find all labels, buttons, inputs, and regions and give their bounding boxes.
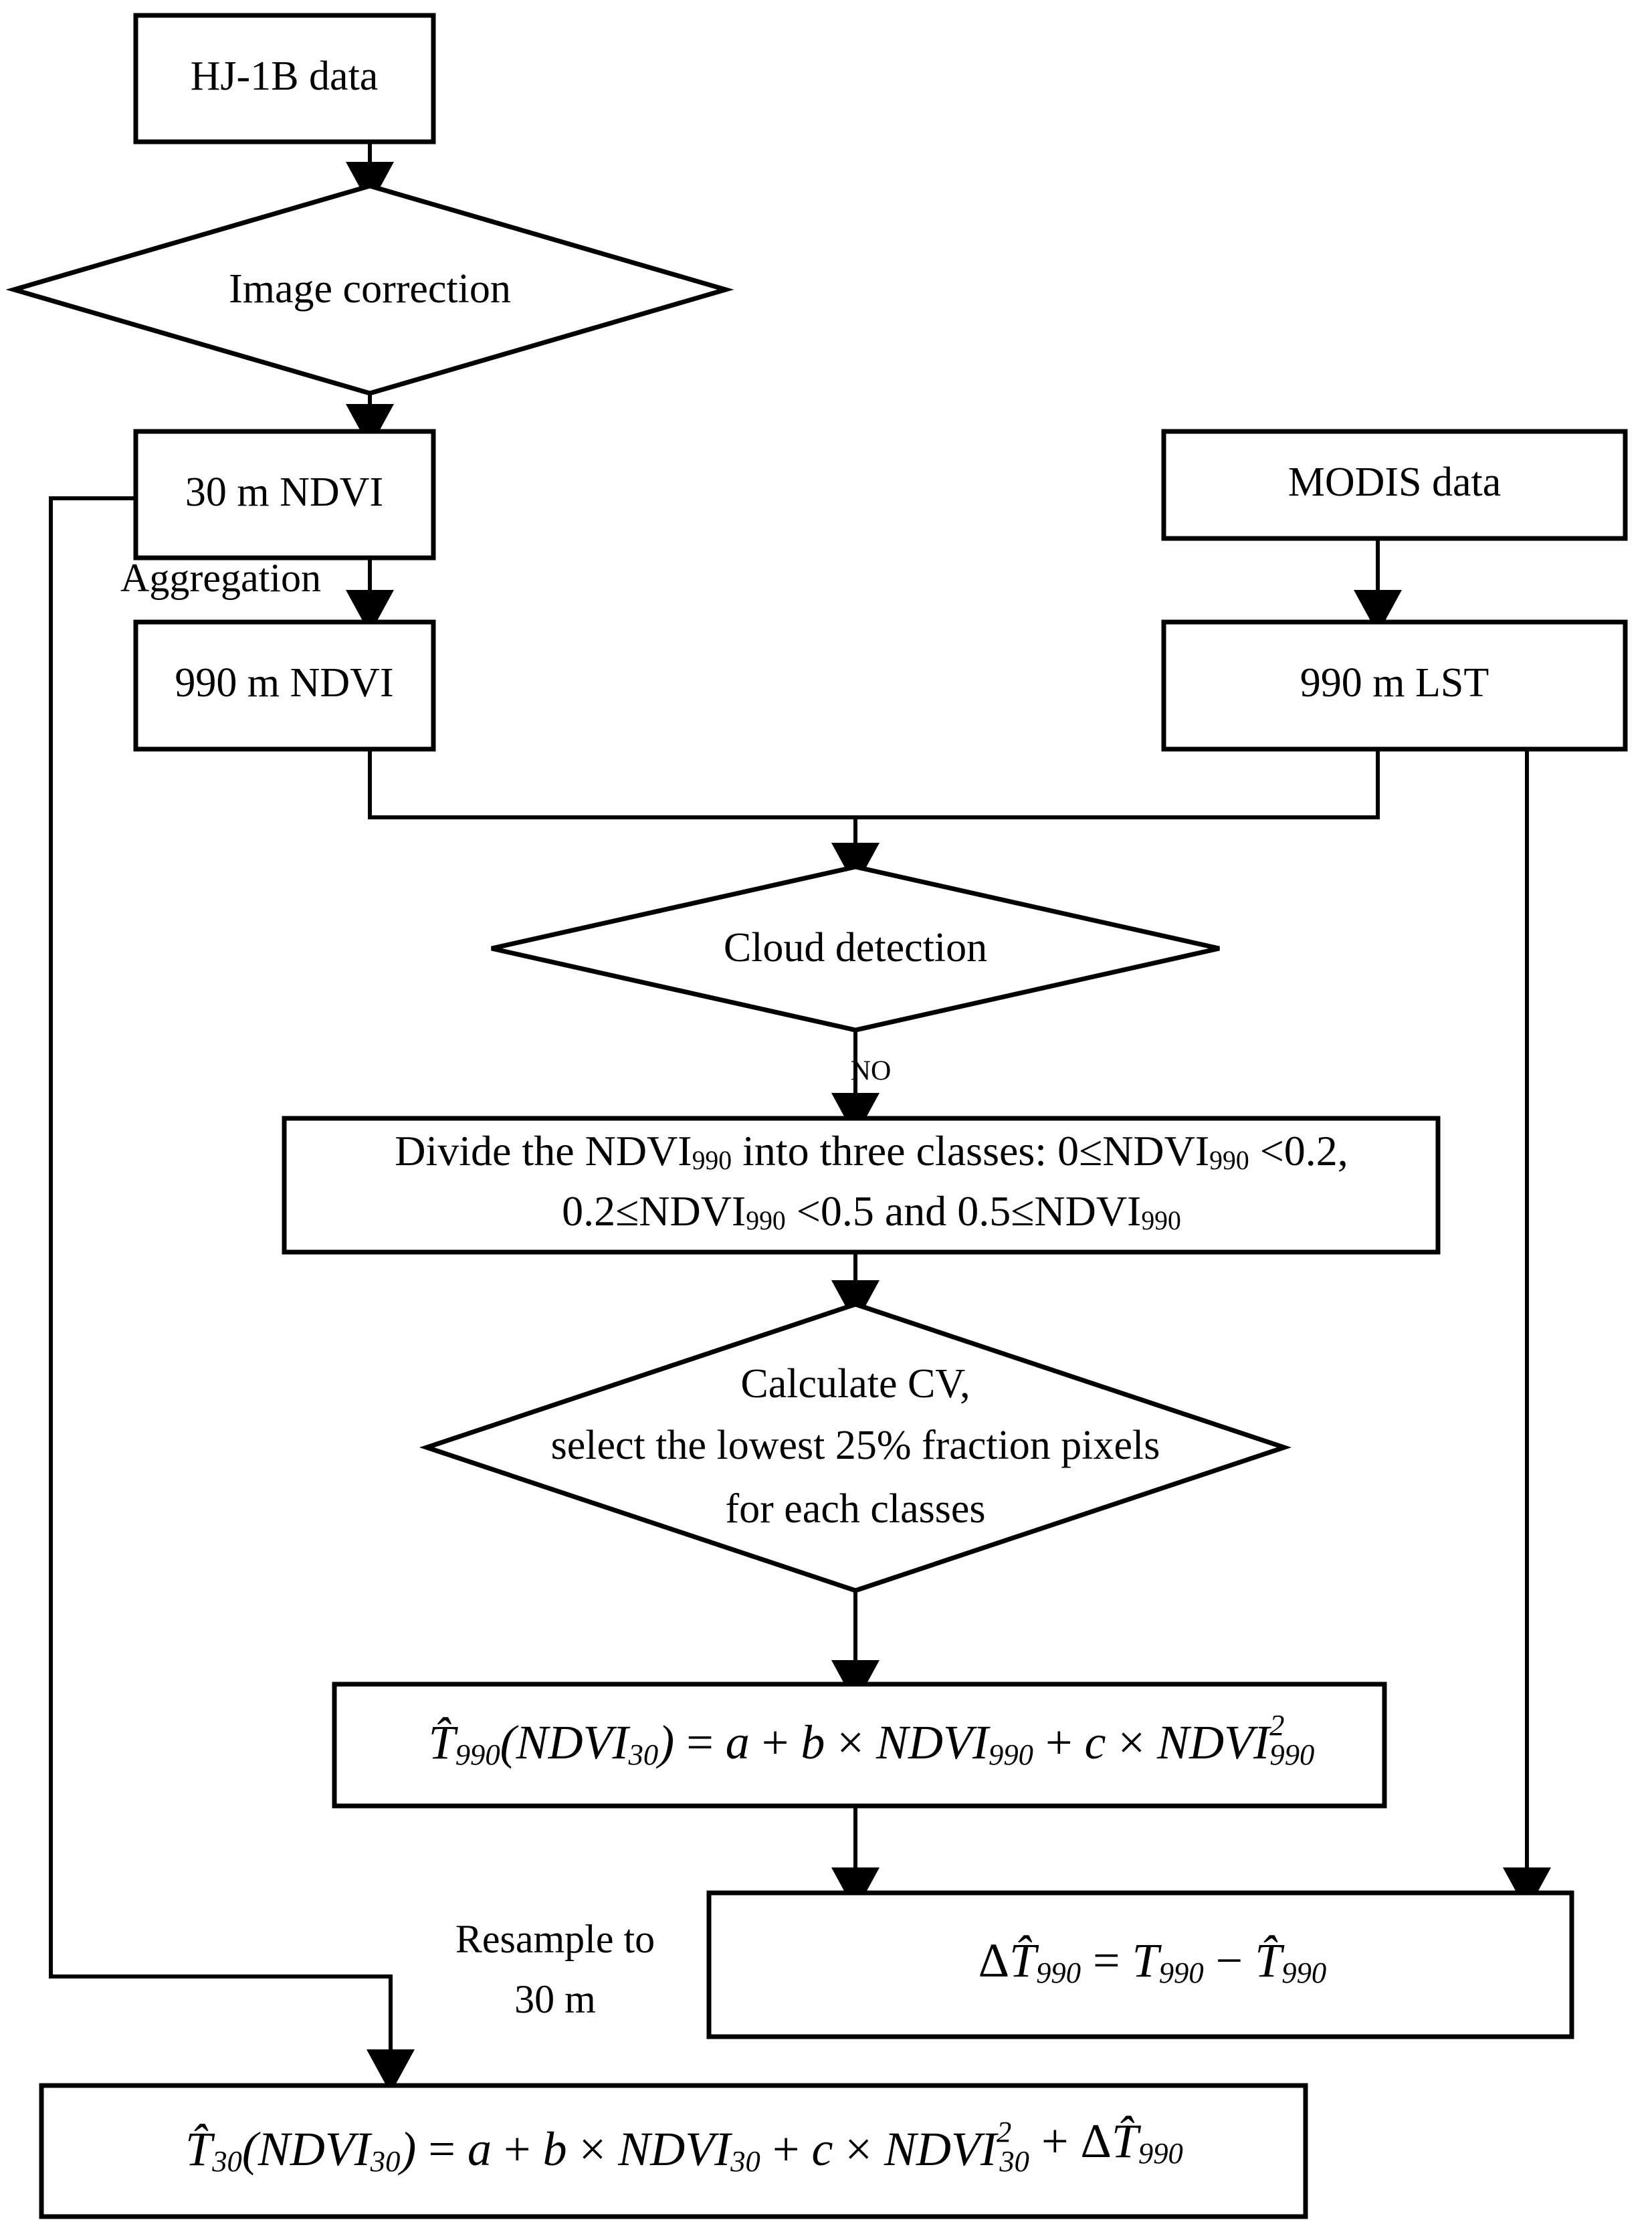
node-lst-990m-label: 990 m LST <box>1300 660 1489 706</box>
node-calculate-cv[interactable]: Calculate CV, select the lowest 25% frac… <box>419 1302 1292 1593</box>
divide-line2-sub1: 990 <box>746 1206 786 1235</box>
node-calculate-cv-line1: Calculate CV, <box>740 1361 970 1407</box>
node-calculate-cv-line3: for each classes <box>725 1486 985 1532</box>
node-image-correction-label: Image correction <box>229 266 511 312</box>
node-image-correction[interactable]: Image correction <box>5 183 734 396</box>
node-modis-data[interactable]: MODIS data <box>1161 429 1628 541</box>
node-ndvi-30m[interactable]: 30 m NDVI <box>133 429 436 561</box>
node-ndvi-990m[interactable]: 990 m NDVI <box>133 619 436 752</box>
edge-ndvi990-lst990-to-cloud-detection <box>368 749 1380 887</box>
node-formula-t990-text: T̂990(NDVI30) = a + b × NDVI990 + c × ND… <box>320 1708 1399 1779</box>
node-formula-t990[interactable]: T̂990(NDVI30) = a + b × NDVI990 + c × ND… <box>320 1682 1399 1809</box>
node-ndvi-990m-label: 990 m NDVI <box>175 660 393 706</box>
node-calculate-cv-line2: select the lowest 25% fraction pixels <box>551 1423 1160 1468</box>
node-delta-t990-text: ΔT̂990 = T990 − T̂990 <box>870 1934 1411 1998</box>
edge-label-resample-line2: 30 m <box>514 1977 596 2021</box>
node-hj1b-label: HJ-1B data <box>191 54 379 99</box>
node-lst-990m[interactable]: 990 m LST <box>1161 619 1628 752</box>
divide-line1-b: into three classes: 0≤NDVI <box>732 1127 1209 1175</box>
node-delta-t990[interactable]: ΔT̂990 = T990 − T̂990 <box>706 1890 1574 2039</box>
node-modis-data-label: MODIS data <box>1288 460 1502 505</box>
node-divide-classes[interactable]: Divide the NDVI990 into three classes: 0… <box>282 1116 1441 1255</box>
node-ndvi-30m-label: 30 m NDVI <box>185 470 383 515</box>
divide-line2-a: 0.2≤NDVI <box>562 1187 746 1235</box>
node-hj1b-data[interactable]: HJ-1B data <box>133 13 436 144</box>
divide-line1-a: Divide the NDVI <box>395 1127 692 1175</box>
node-formula-t30-text: T̂30(NDVI30) = a + b × NDVI30 + c × NDVI… <box>77 2114 1267 2178</box>
edge-ndvi30-resample-to-formula30 <box>49 496 415 2094</box>
node-divide-classes-line2: 0.2≤NDVI990 <0.5 and 0.5≤NDVI990 <box>466 1187 1256 1243</box>
divide-line1-sub2: 990 <box>1209 1146 1249 1175</box>
edge-label-resample-line1: Resample to <box>455 1917 655 1961</box>
edge-label-no: NO <box>851 1056 892 1087</box>
divide-line2-b: <0.5 and 0.5≤NDVI <box>786 1187 1142 1235</box>
divide-line1-c: <0.2, <box>1249 1127 1348 1175</box>
divide-line2-sub2: 990 <box>1141 1206 1181 1235</box>
divide-line1-sub1: 990 <box>692 1146 732 1175</box>
edge-label-aggregation: Aggregation <box>120 556 321 600</box>
node-formula-t30[interactable]: T̂30(NDVI30) = a + b × NDVI30 + c × NDVI… <box>39 2083 1308 2219</box>
node-cloud-detection-label: Cloud detection <box>724 925 987 971</box>
node-cloud-detection[interactable]: Cloud detection <box>491 864 1220 1033</box>
node-divide-classes-line1: Divide the NDVI990 into three classes: 0… <box>298 1127 1423 1175</box>
